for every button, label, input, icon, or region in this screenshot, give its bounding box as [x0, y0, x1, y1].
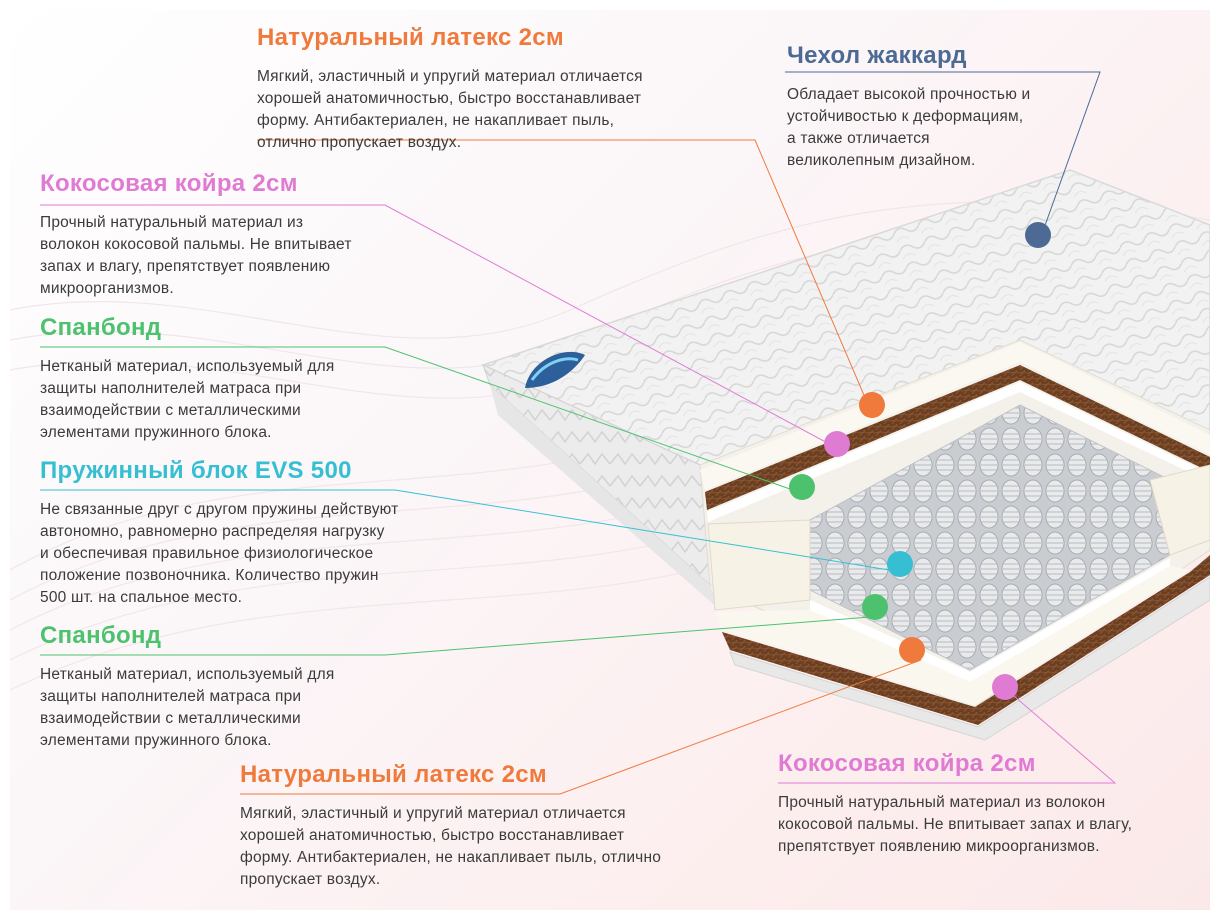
- desc-line: отлично пропускает воздух.: [257, 134, 462, 151]
- desc-line: запах и влагу, препятствует появлению: [40, 258, 331, 275]
- desc-line: Нетканый материал, используемый для: [40, 358, 335, 375]
- desc-line: взаимодействии с металлическими: [40, 710, 301, 727]
- coir-top-marker: [824, 431, 850, 457]
- desc-line: автономно, равномерно распределяя нагруз…: [40, 523, 385, 540]
- desc-line: Мягкий, эластичный и упругий материал от…: [257, 68, 643, 85]
- desc-line: Нетканый материал, используемый для: [40, 666, 335, 683]
- desc-line: Мягкий, эластичный и упругий материал от…: [240, 805, 626, 822]
- spunbond-bottom-callout: Спанбонд Нетканый материал, используемый…: [40, 622, 440, 752]
- cover-callout: Чехол жаккард Обладает высокой прочность…: [787, 42, 1117, 172]
- desc-line: Прочный натуральный материал из: [40, 214, 304, 231]
- desc-line: взаимодействии с металлическими: [40, 402, 301, 419]
- desc-line: форму. Антибактериален, не накапливает п…: [240, 849, 662, 866]
- latex-top-callout: Натуральный латекс 2см Мягкий, эластичны…: [257, 24, 727, 154]
- desc-line: хорошей анатомичностью, быстро восстанав…: [257, 90, 642, 107]
- desc-line: элементами пружинного блока.: [40, 732, 272, 749]
- cover-description: Обладает высокой прочностью и устойчивос…: [787, 84, 1117, 172]
- spunbond-bottom-title: Спанбонд: [40, 622, 162, 649]
- desc-line: хорошей анатомичностью, быстро восстанав…: [240, 827, 625, 844]
- latex-bottom-title: Натуральный латекс 2см: [240, 761, 547, 788]
- desc-line: защиты наполнителей матраса при: [40, 688, 302, 705]
- desc-line: устойчивостью к деформациям,: [787, 108, 1024, 125]
- coir-bottom-title: Кокосовая койра 2см: [778, 750, 1036, 777]
- spunbond-bottom-description: Нетканый материал, используемый для защи…: [40, 664, 440, 752]
- desc-line: Обладает высокой прочностью и: [787, 86, 1031, 103]
- desc-line: пропускает воздух.: [240, 871, 381, 888]
- desc-line: великолепным дизайном.: [787, 152, 976, 169]
- mattress-illustration: [40, 71, 1210, 795]
- spunbond-top-description: Нетканый материал, используемый для защи…: [40, 356, 440, 444]
- springs-marker: [887, 551, 913, 577]
- spunbond-top-title: Спанбонд: [40, 314, 162, 341]
- desc-line: защиты наполнителей матраса при: [40, 380, 302, 397]
- desc-line: Не связанные друг с другом пружины дейст…: [40, 501, 399, 518]
- desc-line: Прочный натуральный материал из волокон: [778, 794, 1106, 811]
- coir-bottom-callout: Кокосовая койра 2см Прочный натуральный …: [778, 750, 1198, 858]
- springs-description: Не связанные друг с другом пружины дейст…: [40, 499, 470, 609]
- desc-line: препятствует появлению микроорганизмов.: [778, 838, 1100, 855]
- latex-top-description: Мягкий, эластичный и упругий материал от…: [257, 66, 727, 154]
- latex-top-marker: [859, 392, 885, 418]
- desc-line: элементами пружинного блока.: [40, 424, 272, 441]
- spunbond-bottom-marker: [862, 594, 888, 620]
- desc-line: и обеспечивая правильное физиологическое: [40, 545, 374, 562]
- desc-line: а также отличается: [787, 130, 930, 147]
- spunbond-top-marker: [789, 474, 815, 500]
- latex-top-title: Натуральный латекс 2см: [257, 24, 564, 51]
- springs-title: Пружинный блок EVS 500: [40, 457, 352, 484]
- coir-bottom-description: Прочный натуральный материал из волокон …: [778, 792, 1198, 858]
- latex-bottom-callout: Натуральный латекс 2см Мягкий, эластичны…: [240, 761, 710, 891]
- desc-line: 500 шт. на спальное место.: [40, 589, 243, 606]
- desc-line: волокон кокосовой пальмы. Не впитывает: [40, 236, 352, 253]
- latex-bottom-description: Мягкий, эластичный и упругий материал от…: [240, 803, 710, 891]
- springs-callout: Пружинный блок EVS 500 Не связанные друг…: [40, 457, 470, 609]
- desc-line: положение позвоночника. Количество пружи…: [40, 567, 379, 584]
- cover-marker: [1025, 222, 1051, 248]
- coir-top-callout: Кокосовая койра 2см Прочный натуральный …: [40, 170, 440, 300]
- coir-top-title: Кокосовая койра 2см: [40, 170, 298, 197]
- desc-line: микроорганизмов.: [40, 280, 174, 297]
- desc-line: форму. Антибактериален, не накапливает п…: [257, 112, 615, 129]
- desc-line: кокосовой пальмы. Не впитывает запах и в…: [778, 816, 1133, 833]
- coir-top-description: Прочный натуральный материал из волокон …: [40, 212, 440, 300]
- coir-bottom-marker: [992, 674, 1018, 700]
- latex-bottom-marker: [899, 637, 925, 663]
- cover-title: Чехол жаккард: [787, 42, 967, 69]
- spunbond-top-callout: Спанбонд Нетканый материал, используемый…: [40, 314, 440, 444]
- infographic-frame: Натуральный латекс 2см Мягкий, эластичны…: [10, 10, 1210, 910]
